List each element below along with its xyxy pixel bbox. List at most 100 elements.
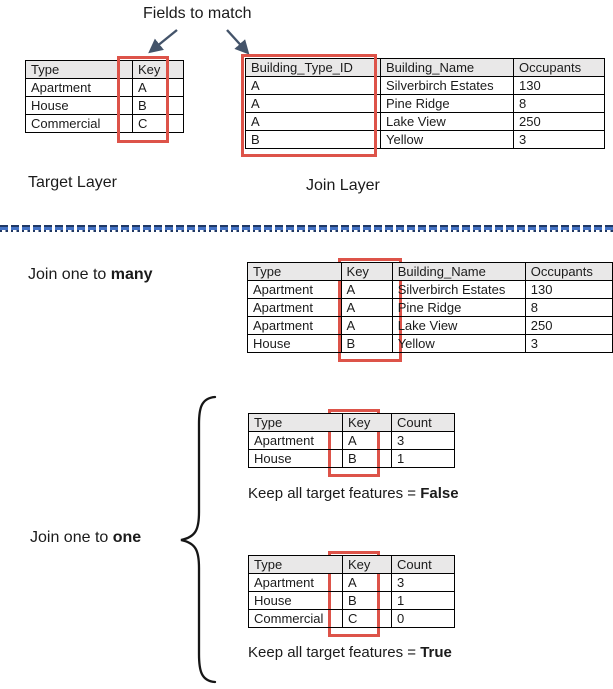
table-cell: House <box>248 591 343 610</box>
join-one-to-many-label: Join one to many <box>28 266 153 283</box>
table-cell: Silverbirch Estates <box>380 76 514 95</box>
table-cell: House <box>247 334 342 353</box>
table-cell: B <box>132 96 184 115</box>
table-cell: Pine Ridge <box>391 298 526 317</box>
table-cell: B <box>245 130 381 149</box>
table-cell: B <box>340 334 393 353</box>
column-header: Count <box>391 555 455 574</box>
table-cell: House <box>25 96 133 115</box>
table-cell: 250 <box>513 112 605 131</box>
column-header: Type <box>25 60 133 79</box>
table-cell: A <box>245 76 381 95</box>
target-layer-label: Target Layer <box>28 174 117 191</box>
column-header: Occupants <box>524 262 613 281</box>
table-cell: Apartment <box>248 573 343 592</box>
table-cell: Yellow <box>391 334 526 353</box>
table-cell: C <box>132 114 184 133</box>
table-cell: 1 <box>391 449 455 468</box>
table-cell: A <box>342 431 392 450</box>
join-one-to-one-label: Join one to one <box>30 529 142 546</box>
table-cell: 130 <box>513 76 605 95</box>
table-cell: 1 <box>391 591 455 610</box>
column-header: Building_Name <box>380 58 514 77</box>
table-cell: Yellow <box>380 130 514 149</box>
fields-to-match-label: Fields to match <box>143 5 252 22</box>
column-header: Occupants <box>513 58 605 77</box>
column-header: Key <box>132 60 184 79</box>
join-layer-label: Join Layer <box>306 177 380 194</box>
table-cell: Apartment <box>247 298 342 317</box>
column-header: Building_Type_ID <box>245 58 381 77</box>
down-right-arrow-icon <box>226 29 250 55</box>
table-cell: Pine Ridge <box>380 94 514 113</box>
column-header: Count <box>391 413 455 432</box>
table-cell: A <box>340 316 393 335</box>
table-cell: 3 <box>391 573 455 592</box>
section-divider <box>0 225 613 232</box>
column-header: Type <box>247 262 342 281</box>
column-header: Key <box>342 555 392 574</box>
down-left-arrow-icon <box>148 29 178 54</box>
table-cell: 3 <box>513 130 605 149</box>
table-cell: House <box>248 449 343 468</box>
column-header: Building_Name <box>391 262 526 281</box>
table-cell: Apartment <box>247 316 342 335</box>
table-cell: Lake View <box>380 112 514 131</box>
table-cell: A <box>340 298 393 317</box>
table-cell: A <box>342 573 392 592</box>
keep-false-label: Keep all target features = False <box>248 485 459 502</box>
table-cell: B <box>342 591 392 610</box>
table-cell: A <box>245 94 381 113</box>
table-cell: 8 <box>524 298 613 317</box>
table-cell: 130 <box>524 280 613 299</box>
table-cell: Lake View <box>391 316 526 335</box>
column-header: Key <box>340 262 393 281</box>
table-cell: Commercial <box>25 114 133 133</box>
left-curly-brace-icon <box>180 395 217 684</box>
keep-true-label: Keep all target features = True <box>248 644 452 661</box>
table-cell: B <box>342 449 392 468</box>
table-cell: C <box>342 609 392 628</box>
table-cell: Apartment <box>25 78 133 97</box>
table-cell: 3 <box>391 431 455 450</box>
column-header: Type <box>248 555 343 574</box>
table-cell: A <box>132 78 184 97</box>
table-cell: 0 <box>391 609 455 628</box>
column-header: Type <box>248 413 343 432</box>
table-cell: 8 <box>513 94 605 113</box>
table-cell: 250 <box>524 316 613 335</box>
table-cell: Commercial <box>248 609 343 628</box>
table-cell: Apartment <box>247 280 342 299</box>
table-cell: 3 <box>524 334 613 353</box>
